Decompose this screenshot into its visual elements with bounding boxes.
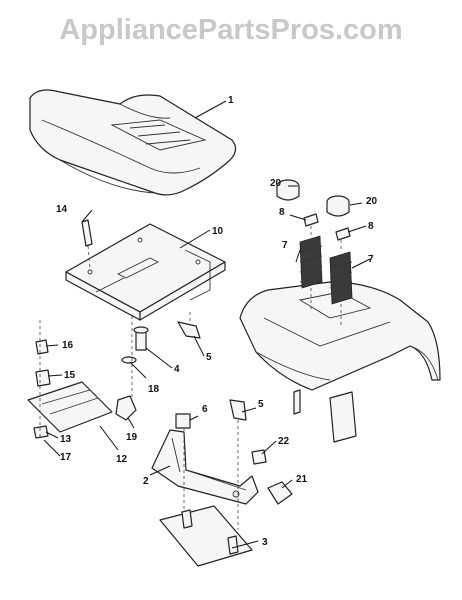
part-label-8a: 8 (279, 207, 285, 218)
part-label-17: 17 (60, 452, 72, 463)
fender-body-part (239, 281, 441, 443)
part-label-6: 6 (202, 404, 208, 415)
part-label-15: 15 (64, 370, 76, 381)
part-label-13: 13 (60, 434, 72, 445)
part-label-2: 2 (143, 476, 149, 487)
seat-pan-part (65, 223, 226, 321)
adjust-bolt-part (81, 219, 93, 269)
part-label-14: 14 (56, 204, 68, 215)
spring-left-part (276, 179, 323, 310)
part-label-8b: 8 (368, 221, 374, 232)
clip-part-upper (177, 312, 201, 339)
base-plate-part (159, 505, 253, 567)
leader-lines (43, 100, 371, 549)
part-label-16: 16 (62, 340, 74, 351)
seat-part (29, 89, 237, 196)
spring-right-part (326, 195, 353, 326)
part-label-5a: 5 (206, 352, 212, 363)
part-label-19: 19 (126, 432, 138, 443)
watermark-text: AppliancePartsPros.com (59, 14, 403, 46)
part-label-7a: 7 (282, 240, 288, 251)
mount-bracket-part (151, 399, 259, 530)
part-label-7b: 7 (368, 254, 374, 265)
part-label-20b: 20 (366, 196, 378, 207)
part-label-21: 21 (296, 474, 308, 485)
part-label-12: 12 (116, 454, 128, 465)
part-label-10: 10 (212, 226, 224, 237)
bumper-part (251, 449, 293, 505)
part-label-5b: 5 (258, 399, 264, 410)
part-label-1: 1 (228, 95, 234, 106)
part-label-4: 4 (174, 364, 180, 375)
part-label-22: 22 (278, 436, 290, 447)
part-label-3: 3 (262, 537, 268, 548)
part-label-20a: 20 (270, 178, 282, 189)
pivot-hardware-part (115, 316, 149, 421)
part-label-18: 18 (148, 384, 160, 395)
slide-rail-part (27, 320, 113, 440)
